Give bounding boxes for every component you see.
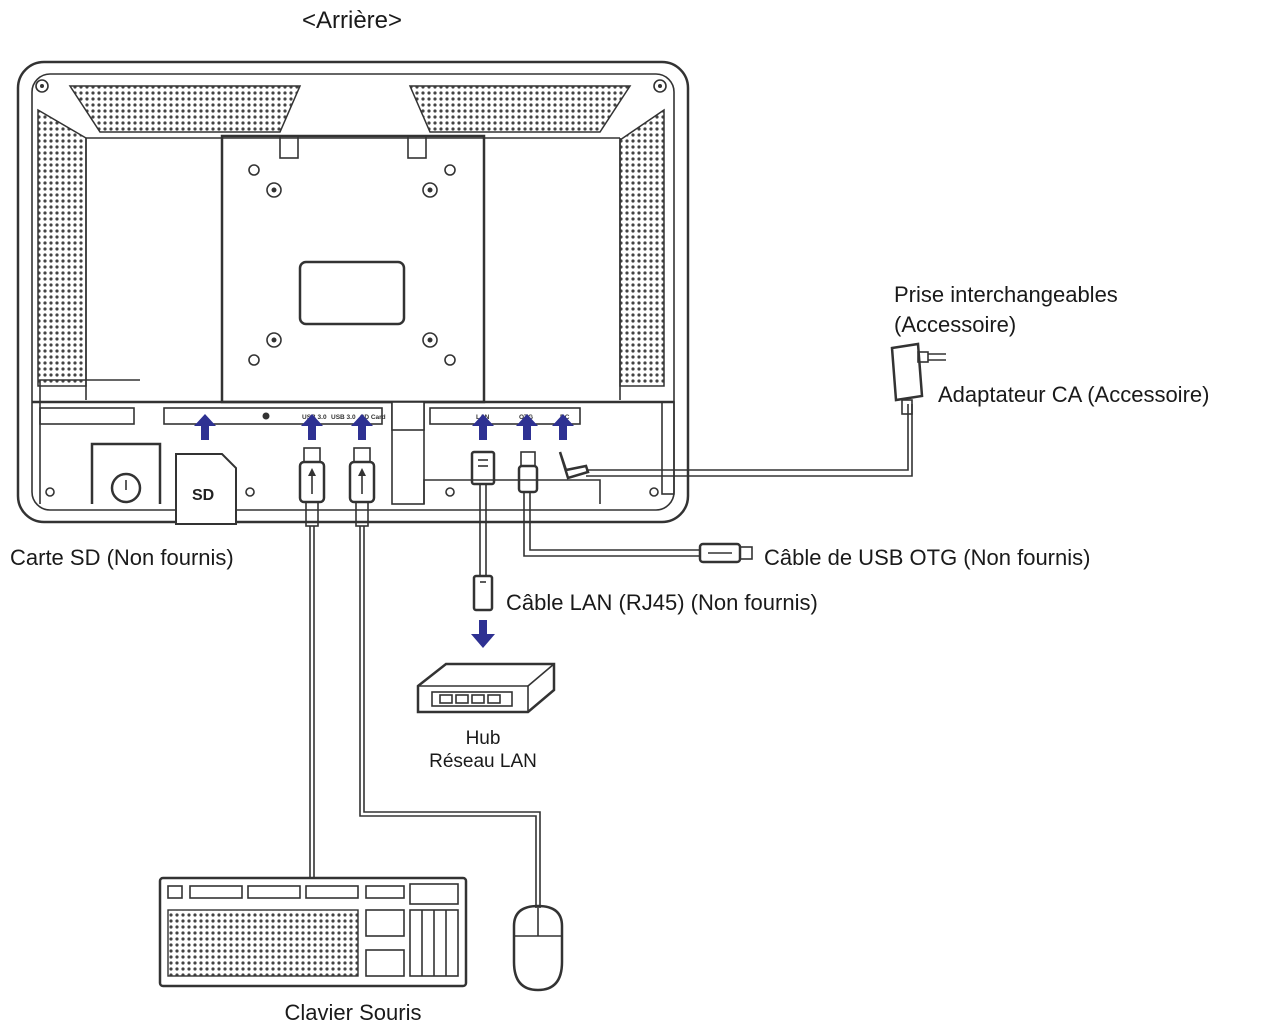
port-label-sdcard: SD Card	[360, 414, 386, 421]
label-hub-line1: Hub	[465, 728, 501, 749]
monitor-back: USB 3.0 USB 3.0 SD Card LAN OTG DC	[16, 60, 690, 524]
arrow-lan	[472, 414, 494, 440]
insertion-arrows	[194, 414, 574, 648]
label-ac-adapter: Adaptateur CA (Accessoire)	[938, 382, 1210, 407]
port-label-usb2: USB 3.0	[331, 414, 356, 421]
label-usb-otg-cable: Câble de USB OTG (Non fournis)	[764, 545, 1091, 570]
arrow-usb2	[351, 414, 373, 440]
mouse-cable	[359, 526, 541, 908]
usb-plug-keyboard	[298, 447, 326, 527]
label-keyboard-mouse: Clavier Souris	[284, 1000, 422, 1025]
label-plug-line1: Prise interchangeables	[894, 282, 1118, 307]
arrow-sd-slot	[194, 414, 216, 440]
label-sd-card: Carte SD (Non fournis)	[10, 545, 234, 570]
mouse	[512, 904, 564, 992]
arrow-usb1	[301, 414, 323, 440]
usb-plug-mouse	[348, 447, 376, 527]
sd-card: SD	[175, 453, 237, 525]
usb-otg-cable	[517, 451, 753, 564]
label-lan-cable: Câble LAN (RJ45) (Non fournis)	[506, 590, 818, 615]
lan-cable	[470, 450, 496, 612]
dc-power-cable	[558, 404, 913, 480]
lan-hub	[416, 662, 556, 714]
keyboard-cable	[309, 526, 315, 878]
label-hub-line2: Réseau LAN	[429, 751, 537, 772]
sd-card-label: SD	[192, 487, 214, 504]
keyboard	[158, 876, 468, 988]
arrow-dc	[552, 414, 574, 440]
label-plug-line2: (Accessoire)	[894, 312, 1017, 337]
arrow-otg	[516, 414, 538, 440]
arrow-hub	[471, 620, 495, 648]
ac-adapter	[890, 342, 946, 415]
diagram-title: <Arrière>	[301, 7, 403, 34]
